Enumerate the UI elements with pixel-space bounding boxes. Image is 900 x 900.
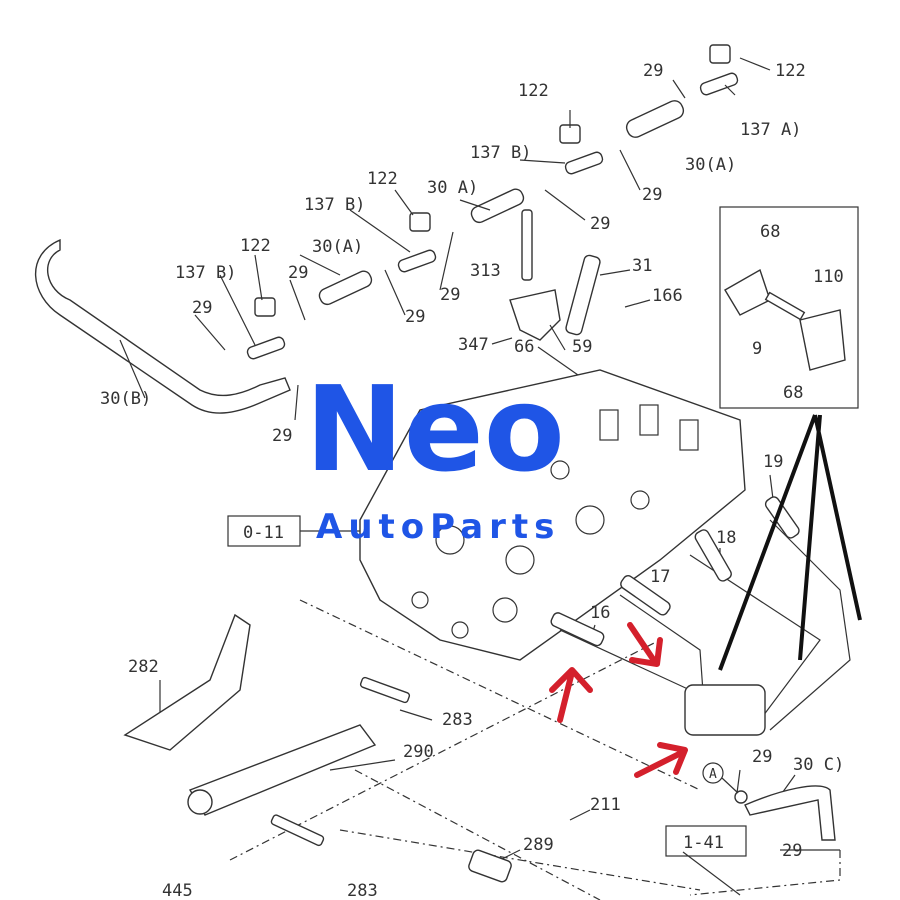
part-label: 29 [272,426,292,446]
part-label: 137 B) [470,143,531,163]
part-label: 137 B) [175,263,236,283]
arrow-up-icon [549,667,593,723]
logo-sub: AutoParts [316,507,560,547]
part-label: 137 A) [740,120,801,140]
cylinder-head [359,369,746,661]
part-label: 30(B) [100,389,151,409]
part-label: 29 [782,841,802,861]
part-label: 16 [590,603,610,623]
highlight-arrows [549,622,688,778]
part-label: 166 [652,286,683,306]
part-label: 59 [572,337,592,357]
part-label: 283 [347,881,378,900]
marker-label: A [709,767,717,782]
fuel-rail-assembly [123,496,851,883]
part-label: 30 A) [427,178,478,198]
reference-box-1-41: 1-41 [665,825,747,857]
part-label: 9 [752,339,762,359]
part-labels: 122 29 137 A) 122 137 B) 30(A) 29 122 30… [100,61,844,900]
part-label: 66 [514,337,534,357]
part-label: 68 [760,222,780,242]
part-label: 30(A) [312,237,363,257]
part-label: 29 [192,298,212,318]
circle-marker-a: A [702,762,739,794]
part-label: 29 [288,263,308,283]
part-label: 18 [716,528,736,548]
arrow-up-right-icon [634,742,688,778]
reference-box-0-11: 0-11 [227,515,301,547]
part-label: 29 [440,285,460,305]
part-label: 283 [442,710,473,730]
part-label: 17 [650,567,670,587]
upper-hose-assembly [34,44,739,414]
part-label: 122 [775,61,806,81]
part-label: 445 [162,881,193,900]
logo-brand: Neo [305,360,565,498]
part-label: 137 B) [304,195,365,215]
ref-label: 0-11 [243,523,284,543]
part-label: 313 [470,261,501,281]
part-label: 347 [458,335,489,355]
part-label: 29 [590,214,610,234]
part-label: 29 [405,307,425,327]
arrow-down-right-icon [627,622,663,667]
part-label: 29 [752,747,772,767]
part-label: 29 [642,185,662,205]
part-label: 29 [643,61,663,81]
part-label: 290 [403,742,434,762]
part-label: 211 [590,795,621,815]
part-label: 282 [128,657,159,677]
bracket-detail [718,206,862,671]
part-label: 289 [523,835,554,855]
part-label: 19 [763,452,783,472]
neo-autoparts-logo: Neo AutoParts [305,360,565,547]
part-label: 122 [240,236,271,256]
part-label: 122 [518,81,549,101]
part-label: 122 [367,169,398,189]
part-label: 31 [632,256,652,276]
part-label: 68 [783,383,803,403]
ref-label: 1-41 [683,833,724,853]
part-label: 30(A) [685,155,736,175]
part-label: 110 [813,267,844,287]
part-label: 30 C) [793,755,844,775]
